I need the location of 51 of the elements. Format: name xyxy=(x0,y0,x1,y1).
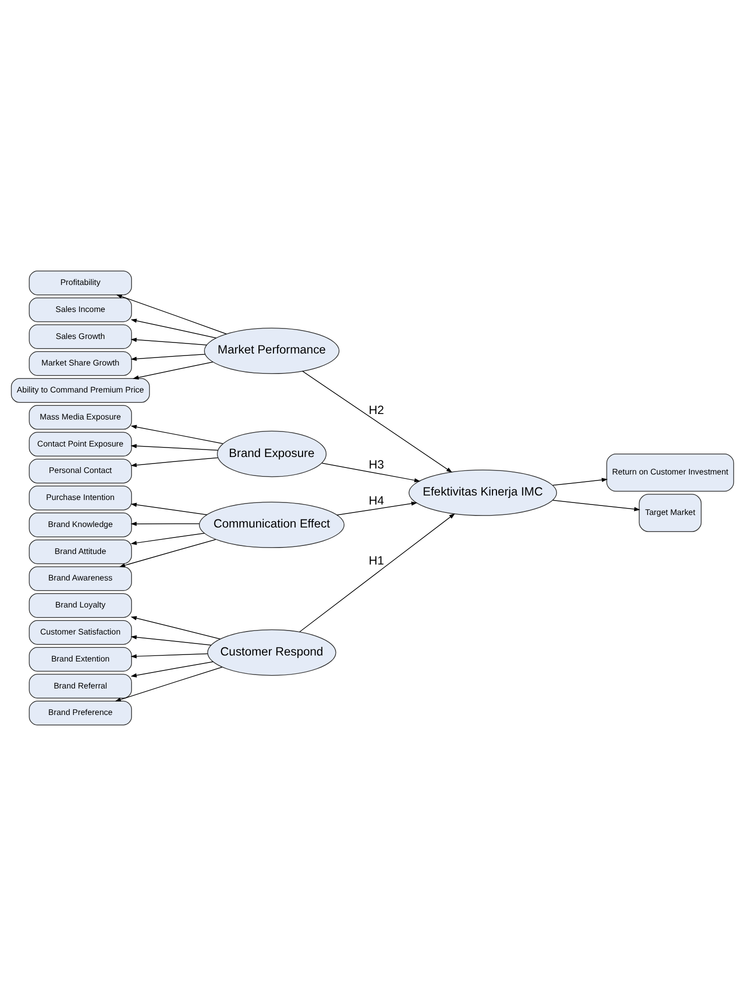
node-ellipse: Brand Exposure xyxy=(216,430,327,478)
edge-label: H3 xyxy=(368,458,384,472)
node-box: Brand Extention xyxy=(28,646,132,672)
arrow xyxy=(130,635,212,646)
arrow xyxy=(552,478,608,486)
node-box: Target Market xyxy=(638,494,702,532)
arrow xyxy=(302,370,452,473)
node-box: Brand Preference xyxy=(28,700,132,726)
arrow xyxy=(130,653,208,658)
arrow xyxy=(130,532,205,545)
edge-label: H2 xyxy=(368,403,384,418)
arrow xyxy=(130,354,206,361)
node-box: Personal Contact xyxy=(28,458,132,484)
node-box: Profitability xyxy=(28,270,132,296)
node-box: Brand Loyalty xyxy=(28,593,132,618)
node-box: Purchase Intention xyxy=(28,486,132,510)
arrow xyxy=(132,362,214,380)
node-box: Contact Point Exposure xyxy=(28,432,132,457)
arrow xyxy=(119,539,216,568)
edge-label: H1 xyxy=(368,553,384,568)
arrow xyxy=(552,500,640,512)
arrow xyxy=(116,294,227,334)
arrow xyxy=(130,616,221,640)
node-box: Mass Media Exposure xyxy=(28,405,132,430)
arrow xyxy=(130,424,224,444)
arrow xyxy=(130,522,200,526)
arrow xyxy=(114,666,222,702)
node-box: Brand Attitude xyxy=(28,539,132,564)
node-ellipse: Market Performance xyxy=(204,328,340,374)
arrow xyxy=(130,318,217,338)
arrow xyxy=(130,502,208,516)
arrow xyxy=(130,661,214,678)
arrow xyxy=(336,502,418,516)
node-ellipse: Customer Respond xyxy=(207,629,336,676)
node-box: Brand Knowledge xyxy=(28,512,132,538)
node-box: Sales Growth xyxy=(28,324,132,350)
node-ellipse: Communication Effect xyxy=(198,502,344,548)
arrow xyxy=(130,457,218,468)
node-ellipse: Efektivitas Kinerja IMC xyxy=(408,470,558,516)
arrow xyxy=(299,513,456,632)
node-box: Brand Referral xyxy=(28,674,132,698)
node-box: Brand Awareness xyxy=(28,566,132,591)
node-box: Ability to Command Premium Price xyxy=(10,378,150,403)
arrow xyxy=(322,462,420,482)
node-box: Return on Customer Investment xyxy=(606,454,734,492)
node-box: Market Share Growth xyxy=(28,351,132,376)
node-box: Sales Income xyxy=(28,298,132,322)
arrow xyxy=(130,338,207,346)
edge-label: H4 xyxy=(368,494,384,508)
node-box: Customer Satisfaction xyxy=(28,620,132,645)
arrow xyxy=(130,444,218,451)
